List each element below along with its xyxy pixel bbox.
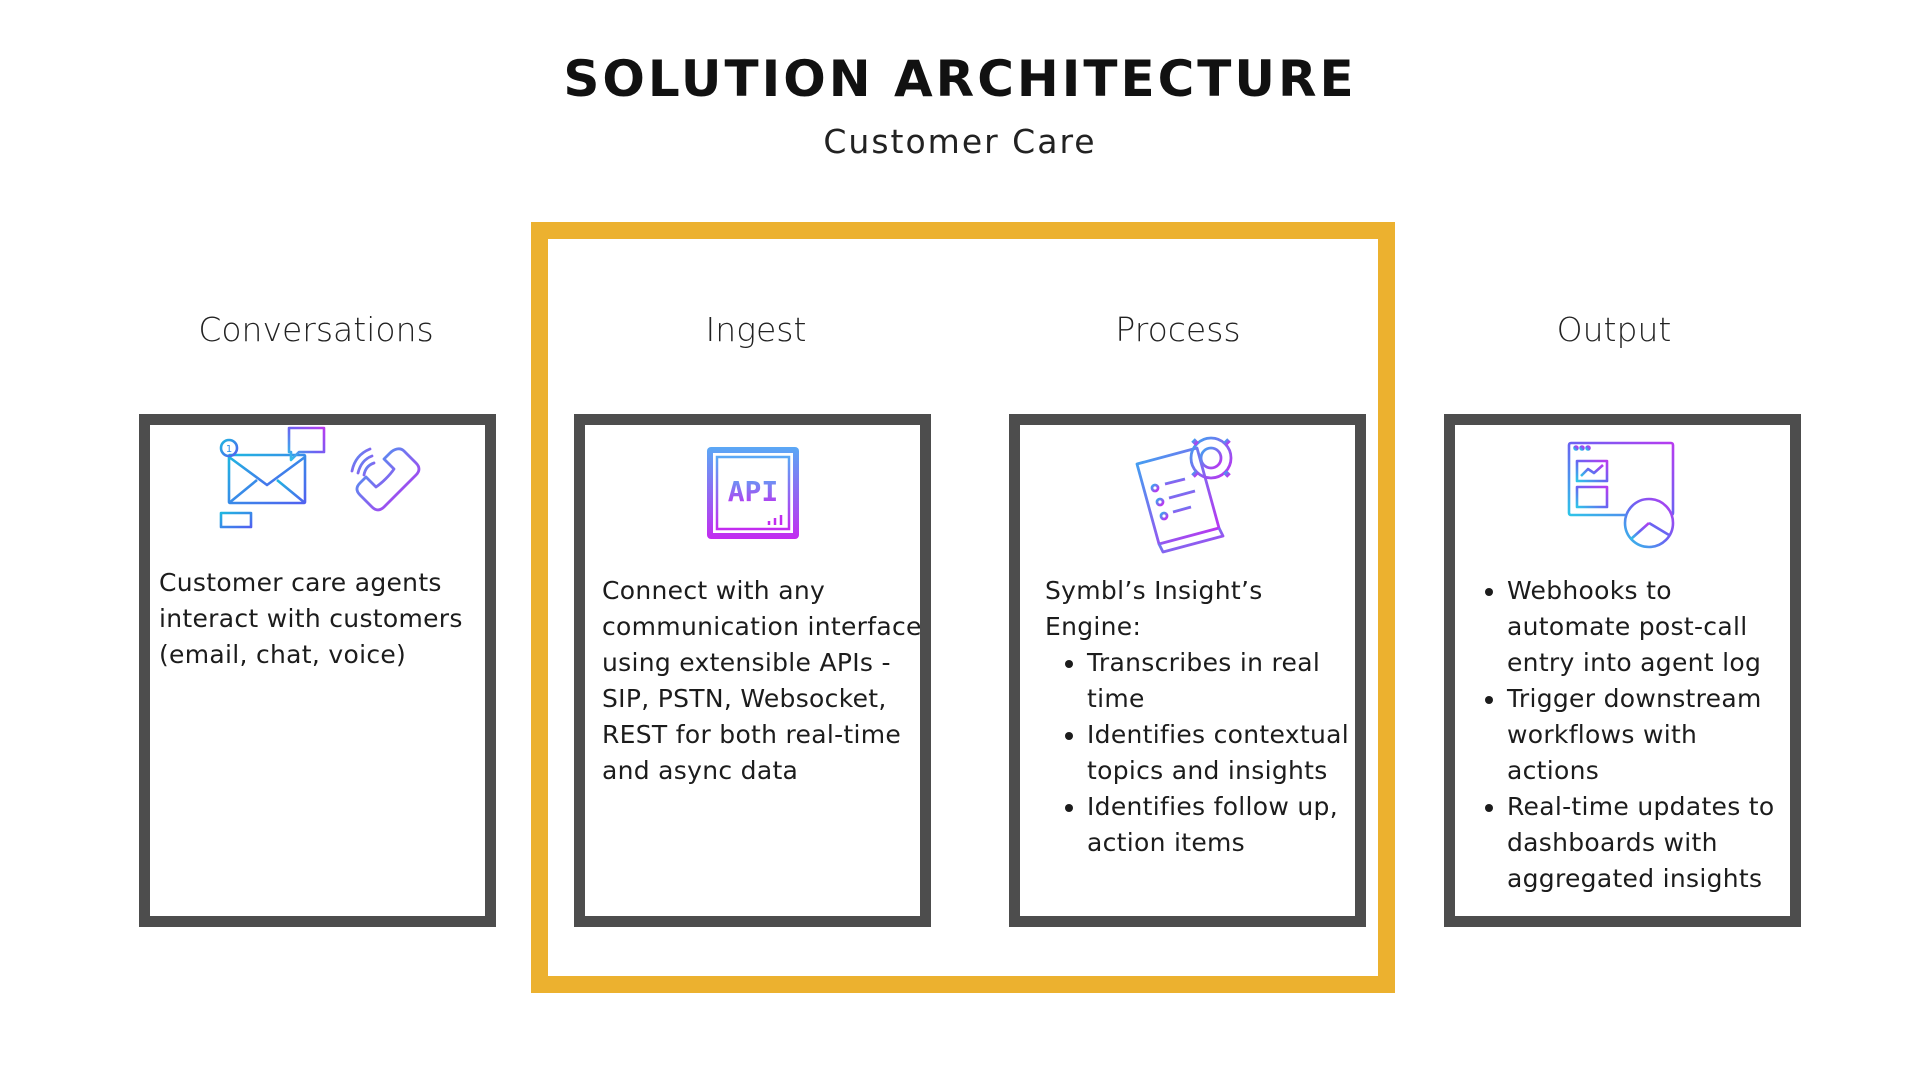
ingest-description: Connect with any communication interface… [602, 576, 922, 785]
process-bullet: Identifies contextual topics and insight… [1087, 717, 1355, 789]
conversations-card: 1 Customer care agents interact with cus… [139, 414, 496, 927]
heading-ingest: Ingest [705, 310, 807, 349]
process-bullet: Transcribes in real time [1087, 645, 1355, 717]
phone-icon [350, 447, 421, 512]
diagram-title: SOLUTION ARCHITECTURE [563, 50, 1357, 108]
output-bullet: Trigger downstream workflows with action… [1507, 681, 1795, 789]
ingest-card: API Connect with any communication inter… [574, 414, 931, 927]
process-bullet-list: Transcribes in real time Identifies cont… [1045, 645, 1355, 861]
svg-text:1: 1 [226, 444, 232, 455]
conversations-description: Customer care agents interact with custo… [159, 568, 463, 669]
email-icon: 1 [219, 438, 307, 529]
heading-output: Output [1556, 310, 1672, 349]
ingest-process-highlight-frame [531, 222, 1395, 993]
process-bullet: Identifies follow up, action items [1087, 789, 1355, 861]
gear-document-icon [1135, 432, 1237, 554]
output-card: Webhooks to automate post-call entry int… [1444, 414, 1801, 927]
process-card: Symbl’s Insight’s Engine: Transcribes in… [1009, 414, 1366, 927]
output-description: Webhooks to automate post-call entry int… [1465, 573, 1795, 897]
chat-icon [287, 426, 326, 462]
output-bullet: Real-time updates to dashboards with agg… [1507, 789, 1795, 897]
output-bullet-list: Webhooks to automate post-call entry int… [1465, 573, 1795, 897]
dashboard-chart-icon [1567, 441, 1675, 549]
api-icon: API [707, 447, 799, 539]
heading-process: Process [1115, 310, 1241, 349]
heading-conversations: Conversations [198, 310, 434, 349]
process-intro: Symbl’s Insight’s Engine: [1045, 576, 1263, 641]
process-description: Symbl’s Insight’s Engine: Transcribes in… [1045, 573, 1355, 861]
output-bullet: Webhooks to automate post-call entry int… [1507, 573, 1795, 681]
svg-text:API: API [728, 475, 779, 508]
diagram-subtitle: Customer Care [823, 122, 1097, 161]
